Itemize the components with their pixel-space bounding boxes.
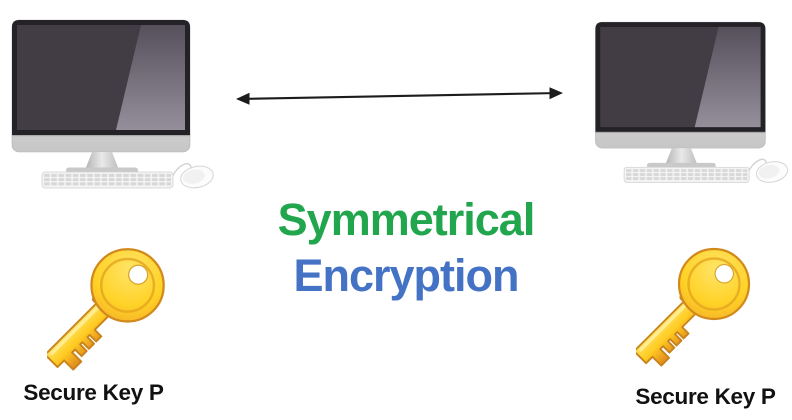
arrow-line bbox=[235, 87, 564, 105]
right-computer-node bbox=[584, 3, 792, 194]
right-key bbox=[636, 242, 756, 368]
right-key-label: Secure Key P bbox=[635, 384, 776, 409]
left-key-label: Secure Key P bbox=[23, 380, 164, 405]
gold-key-icon bbox=[47, 242, 171, 372]
desktop-computer-icon bbox=[0, 0, 220, 200]
double-arrow-icon bbox=[235, 87, 564, 105]
gold-key-icon bbox=[636, 242, 756, 368]
connection-arrow bbox=[225, 80, 575, 110]
desktop-computer-icon bbox=[584, 3, 792, 194]
left-computer-node bbox=[0, 0, 220, 200]
title-line-1: Symmetrical bbox=[277, 194, 536, 245]
left-key bbox=[47, 242, 171, 372]
diagram-title: Symmetrical Encryption bbox=[246, 192, 566, 304]
title-line-2: Encryption bbox=[293, 250, 519, 301]
